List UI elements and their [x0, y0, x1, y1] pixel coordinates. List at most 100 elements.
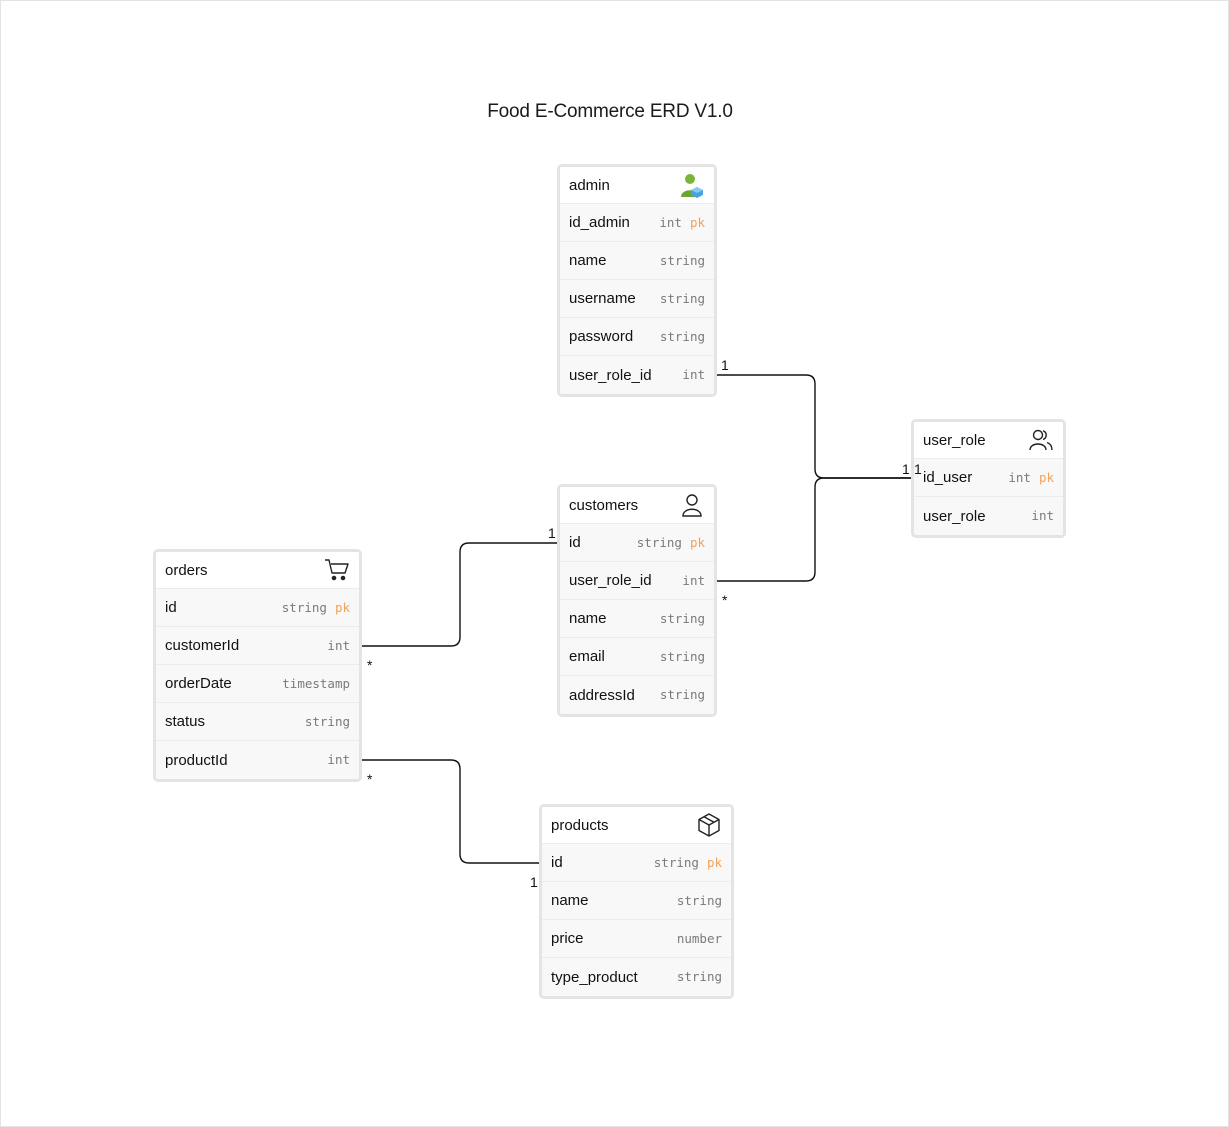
field-name: name — [569, 252, 607, 269]
field-name: user_role_id — [569, 572, 652, 589]
field-meta: string — [660, 686, 705, 704]
field-type: string — [676, 969, 722, 984]
field-type: int — [682, 367, 705, 382]
field-meta: string — [660, 648, 705, 666]
field-type: number — [676, 930, 722, 946]
cardinality-label: * — [367, 771, 373, 787]
entity-fields: id string pk name string price number type_prod… — [542, 844, 731, 996]
cardinality-label: 1 — [914, 461, 922, 477]
field-row-name[interactable]: name string — [542, 882, 731, 920]
field-row-user-role[interactable]: user_role int — [914, 497, 1063, 535]
entity-header: admin — [560, 167, 714, 204]
entity-header: products — [542, 807, 731, 844]
field-row-password[interactable]: password string — [560, 318, 714, 356]
field-type: string — [676, 892, 722, 908]
field-name: name — [569, 610, 607, 627]
field-meta: string — [660, 290, 705, 308]
entity-name: user_role — [923, 431, 986, 449]
primary-key-badge: pk — [1038, 469, 1054, 485]
field-meta: timestamp — [282, 675, 350, 693]
field-meta: int — [682, 366, 705, 384]
field-type: string — [659, 328, 705, 344]
field-type: string — [659, 648, 705, 664]
field-row-type-product[interactable]: type_product string — [542, 958, 731, 996]
entity-name: admin — [569, 176, 610, 194]
primary-key-badge: pk — [706, 854, 722, 870]
field-row-price[interactable]: price number — [542, 920, 731, 958]
field-type: int — [659, 214, 682, 230]
field-type: int — [1031, 508, 1054, 523]
field-meta: int — [682, 572, 705, 590]
entity-fields: id string pk customerId int orderDate timestam… — [156, 589, 359, 779]
field-row-orderdate[interactable]: orderDate timestamp — [156, 665, 359, 703]
field-type: string — [281, 599, 327, 615]
admin-user-icon — [679, 172, 705, 198]
field-type: string — [653, 854, 699, 870]
field-name: orderDate — [165, 675, 232, 692]
field-name: user_role_id — [569, 366, 652, 384]
box-icon — [696, 812, 722, 838]
field-row-id[interactable]: id string pk — [156, 589, 359, 627]
field-meta: int — [1031, 507, 1054, 525]
field-type: int — [1008, 469, 1031, 485]
field-meta: string — [677, 892, 722, 910]
field-meta: string — [660, 610, 705, 628]
field-row-customerid[interactable]: customerId int — [156, 627, 359, 665]
cardinality-label: 1 — [902, 461, 910, 477]
cardinality-label: * — [722, 592, 728, 608]
field-name: id — [165, 599, 177, 616]
field-name: id_admin — [569, 214, 630, 231]
entity-header: user_role — [914, 422, 1063, 459]
entity-header: orders — [156, 552, 359, 589]
field-name: id — [569, 534, 581, 551]
field-name: email — [569, 648, 605, 665]
entity-orders[interactable]: orders id string pk customerId int orderDate t… — [153, 549, 362, 782]
diagram-title: Food E-Commerce ERD V1.0 — [487, 101, 733, 122]
cardinality-label: 1 — [530, 874, 538, 890]
field-meta: number — [677, 930, 722, 948]
field-name: name — [551, 892, 589, 909]
field-type: string — [636, 534, 682, 550]
field-type: int — [682, 572, 705, 588]
field-type: int — [327, 637, 350, 653]
field-row-user-role-id[interactable]: user_role_id int — [560, 562, 714, 600]
field-row-email[interactable]: email string — [560, 638, 714, 676]
field-name: id — [551, 854, 563, 871]
field-name: user_role — [923, 507, 986, 525]
field-name: addressId — [569, 686, 635, 704]
entity-header: customers — [560, 487, 714, 524]
field-meta: int — [327, 637, 350, 655]
field-row-user-role-id[interactable]: user_role_id int — [560, 356, 714, 394]
entity-name: orders — [165, 561, 208, 579]
users-icon — [1028, 427, 1054, 453]
field-meta: string pk — [282, 599, 350, 617]
field-row-name[interactable]: name string — [560, 600, 714, 638]
field-type: int — [327, 752, 350, 767]
field-name: customerId — [165, 637, 240, 654]
field-name: password — [569, 328, 634, 345]
field-row-addressid[interactable]: addressId string — [560, 676, 714, 714]
primary-key-badge: pk — [334, 599, 350, 615]
field-meta: string pk — [654, 854, 722, 872]
field-type: string — [659, 687, 705, 702]
entity-products[interactable]: products id string pk name string price number… — [539, 804, 734, 999]
field-name: price — [551, 930, 584, 947]
field-name: type_product — [551, 968, 638, 986]
field-row-id[interactable]: id string pk — [542, 844, 731, 882]
field-type: timestamp — [282, 675, 350, 691]
